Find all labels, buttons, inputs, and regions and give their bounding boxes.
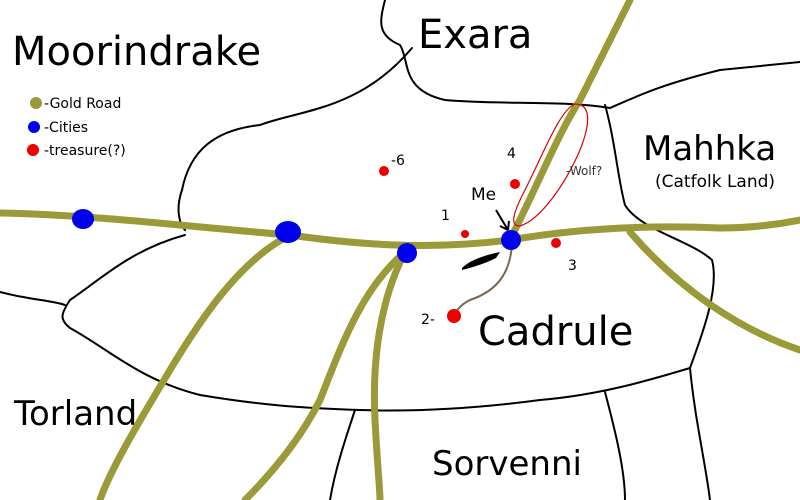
region-label-cadrule: Cadrule	[478, 309, 633, 355]
region-label-sorvenni: Sorvenni	[432, 444, 582, 484]
region-label-moorindrake: Moorindrake	[12, 29, 261, 75]
wolf-label: -Wolf?	[566, 164, 602, 178]
trail-to-treasure-2	[454, 244, 513, 317]
city-me[interactable]	[501, 230, 521, 250]
legend-label-road: -Gold Road	[44, 96, 121, 112]
city[interactable]	[72, 209, 94, 229]
city[interactable]	[275, 221, 301, 243]
legend-swatch-road	[30, 97, 42, 109]
treasure-6[interactable]	[379, 166, 389, 176]
region-label-mahhka: Mahhka	[643, 129, 776, 169]
treasure-2[interactable]	[447, 309, 461, 323]
me-arrow-icon	[495, 209, 510, 231]
treasure-label-3: 3	[568, 258, 577, 274]
region-label-exara: Exara	[418, 12, 532, 58]
treasure-label-4: 4	[507, 146, 516, 162]
region-sublabel-mahhka: (Catfolk Land)	[655, 172, 775, 192]
cities	[72, 209, 521, 263]
wolf-area-outline	[513, 103, 589, 227]
legend: -Gold Road -Cities -treasure(?)	[27, 96, 126, 159]
treasure-label-1: 1	[441, 208, 450, 224]
legend-swatch-treasure	[27, 144, 39, 156]
legend-label-treasure: -treasure(?)	[44, 143, 126, 159]
legend-label-cities: -Cities	[44, 120, 88, 136]
legend-swatch-cities	[28, 121, 40, 133]
city[interactable]	[397, 243, 417, 263]
treasure-1[interactable]	[461, 230, 469, 238]
player-figure-icon	[462, 252, 500, 270]
treasures	[379, 166, 561, 323]
region-label-torland: Torland	[13, 394, 137, 434]
me-label: Me	[471, 185, 496, 205]
treasure-label-2: 2-	[421, 312, 435, 328]
treasure-label-6: -6	[391, 153, 405, 169]
treasure-3[interactable]	[551, 238, 561, 248]
treasure-4[interactable]	[510, 179, 520, 189]
